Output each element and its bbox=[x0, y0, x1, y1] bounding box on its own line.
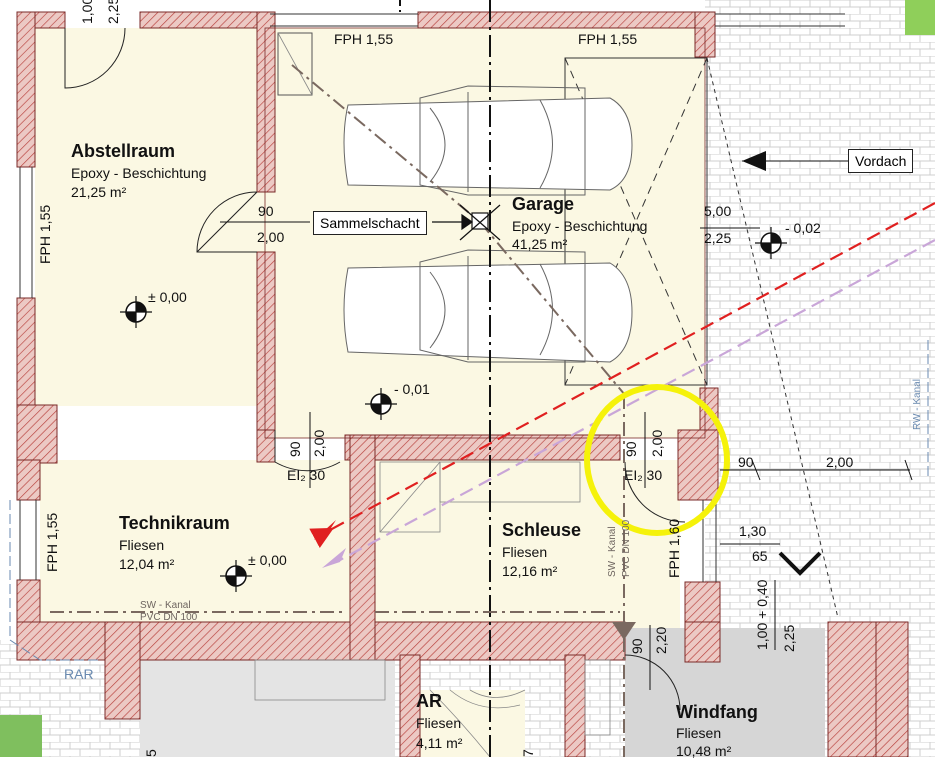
dim-tech-door-w: 90 bbox=[287, 441, 303, 457]
room-finish-technikraum: Fliesen bbox=[119, 537, 165, 553]
room-area-schleuse: 12,16 m² bbox=[502, 563, 558, 579]
level-abstellraum: ± 0,00 bbox=[148, 289, 187, 305]
room-name-abstellraum: Abstellraum bbox=[71, 141, 176, 161]
dim-top-left-b: 2,25 bbox=[105, 0, 121, 24]
walls bbox=[16, 11, 909, 757]
room-name-windfang: Windfang bbox=[676, 702, 758, 722]
room-area-windfang: 10,48 m² bbox=[676, 743, 732, 759]
dim-outside-200: 2,00 bbox=[826, 454, 854, 470]
room-finish-abstellraum: Epoxy - Beschichtung bbox=[71, 165, 207, 181]
stair-label-5: 5 bbox=[143, 749, 159, 757]
window-label-top-right: FPH 1,55 bbox=[578, 31, 638, 47]
schleuse-floor bbox=[375, 460, 680, 628]
level-technikraum: ± 0,00 bbox=[248, 552, 287, 568]
pipe-label-sw-v: SW - Kanal bbox=[607, 526, 618, 577]
dim-win-65: 65 bbox=[752, 548, 768, 564]
window-label-left-lower: FPH 1,55 bbox=[44, 512, 60, 572]
ar-floor bbox=[415, 690, 525, 757]
door-swings bbox=[64, 27, 686, 711]
car-bottom bbox=[343, 249, 633, 363]
level-markers bbox=[120, 227, 787, 592]
plant bbox=[905, 0, 935, 35]
entry-chevron bbox=[778, 551, 822, 576]
dim-entry-h: 2,25 bbox=[781, 624, 797, 652]
sammelschacht-symbol bbox=[432, 204, 501, 241]
highlight-circle bbox=[584, 384, 730, 536]
pipe-lines bbox=[50, 64, 626, 757]
room-name-garage: Garage bbox=[512, 194, 575, 214]
window-label-schleuse: FPH 1,60 bbox=[666, 518, 682, 578]
technikraum-floor bbox=[40, 460, 350, 622]
dim-abst-door-h: 2,00 bbox=[257, 229, 285, 245]
dim-schl-door-w: 90 bbox=[623, 441, 639, 457]
room-finish-ar: Fliesen bbox=[416, 715, 462, 731]
vordach-label: Vordach bbox=[848, 149, 914, 173]
window-label-top-left: FPH 1,55 bbox=[334, 31, 394, 47]
dim-entry-sill: 1,00 + 0,40 bbox=[754, 579, 770, 650]
room-finish-garage: Epoxy - Beschichtung bbox=[512, 218, 648, 234]
pipe-label-rw: RW - Kanal bbox=[912, 379, 923, 430]
car-top bbox=[343, 85, 633, 196]
dim-tech-door-ei: EI₂ 30 bbox=[287, 467, 326, 483]
dim-schl-door-ei: EI₂ 30 bbox=[624, 467, 663, 483]
room-finish-schleuse: Fliesen bbox=[502, 544, 548, 560]
lilac-line bbox=[339, 239, 935, 561]
dim-outside-90: 90 bbox=[738, 454, 754, 470]
dim-abst-door-w: 90 bbox=[258, 203, 274, 219]
dim-windfang-door-h: 2,20 bbox=[653, 626, 669, 654]
dim-garage-door-h: 2,25 bbox=[704, 230, 732, 246]
dim-windfang-door-w: 90 bbox=[629, 638, 645, 654]
pipe-label-pvc-v: PVC DN 100 bbox=[621, 519, 632, 577]
rar-label: RAR bbox=[64, 666, 94, 682]
dimension-lines bbox=[220, 221, 913, 690]
red-line bbox=[309, 202, 935, 549]
rar-line bbox=[9, 500, 100, 661]
pipe-label-sw-h: SW - Kanal bbox=[140, 600, 191, 611]
window-label-left-upper: FPH 1,55 bbox=[37, 204, 53, 264]
room-area-abstellraum: 21,25 m² bbox=[71, 184, 127, 200]
vordach-arrow bbox=[742, 151, 766, 171]
stair-label-7: 7 bbox=[520, 749, 536, 757]
dim-win-130: 1,30 bbox=[739, 523, 767, 539]
room-name-schleuse: Schleuse bbox=[502, 520, 582, 540]
room-area-technikraum: 12,04 m² bbox=[119, 556, 175, 572]
room-area-garage: 41,25 m² bbox=[512, 236, 568, 252]
dim-top-left-a: 1,00 bbox=[79, 0, 95, 24]
pipe-label-pvc-h: PVC DN 100 bbox=[140, 612, 198, 623]
abstellraum-floor bbox=[35, 28, 265, 406]
dim-schl-door-h: 2,00 bbox=[649, 429, 665, 457]
paving-area bbox=[705, 0, 935, 640]
level-garage: - 0,01 bbox=[394, 381, 430, 397]
room-name-ar: AR bbox=[416, 691, 442, 711]
plant-bottom bbox=[0, 715, 42, 757]
room-name-technikraum: Technikraum bbox=[119, 513, 230, 533]
room-finish-windfang: Fliesen bbox=[676, 725, 722, 741]
sammelschacht-label: Sammelschacht bbox=[313, 211, 427, 235]
dim-tech-door-h: 2,00 bbox=[311, 429, 327, 457]
lower-room-floor bbox=[140, 660, 395, 757]
level-outside: - 0,02 bbox=[785, 220, 821, 236]
dim-garage-door-w: 5,00 bbox=[704, 203, 732, 219]
room-area-ar: 4,11 m² bbox=[416, 735, 463, 751]
windfang-floor bbox=[625, 628, 825, 757]
